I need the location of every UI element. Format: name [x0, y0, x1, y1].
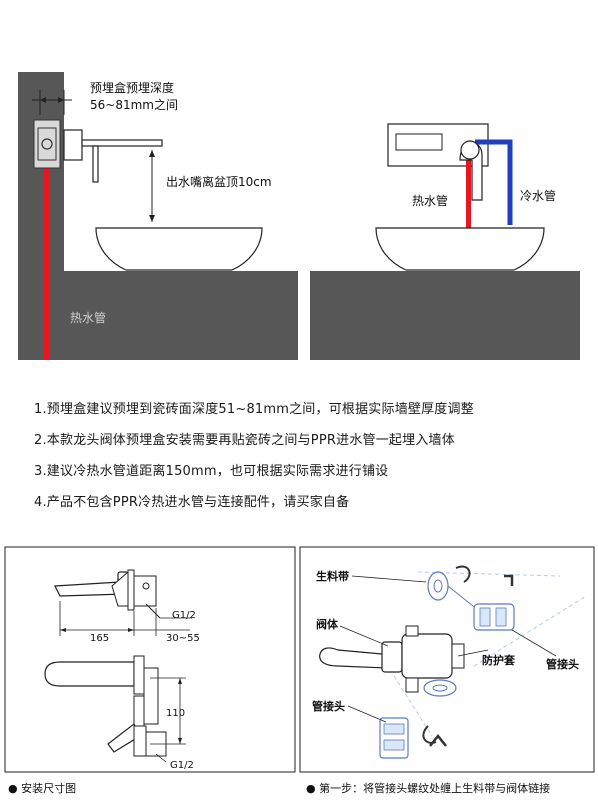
hot-pipe-label: 热水管	[412, 193, 448, 208]
faucet-side-view-bottom	[44, 655, 167, 757]
rotate-arrow-icon	[429, 733, 447, 747]
valve-label: 阀体	[316, 617, 339, 631]
installation-diagram-left: 预埋盒预埋深度 56~81mm之间 出水嘴离盆顶10cm 热水管	[18, 72, 298, 360]
note-1: 1.预埋盒建议预埋到瓷砖面深度51~81mm之间，可根据实际墙壁厚度调整	[34, 402, 474, 417]
valve-body	[319, 625, 465, 693]
fitting-label-right: 管接头	[546, 657, 579, 671]
dimension-drawing-panel: G1/2 165 30~55 110 G1/2 ● 安装尺寸图	[4, 546, 296, 795]
hot-water-pipe	[466, 160, 471, 228]
rotate-arrow-icon	[455, 565, 471, 583]
note-3: 3.建议冷热水管道距离150mm，也可根据实际需求进行铺设	[34, 464, 389, 479]
dim-110: 110	[166, 708, 185, 719]
faucet-handle	[92, 145, 99, 183]
dimension-caption: ● 安装尺寸图	[8, 781, 76, 795]
guard-sleeve	[423, 679, 457, 697]
thread-label-bottom: G1/2	[170, 760, 194, 771]
depth-label-line2: 56~81mm之间	[90, 98, 178, 112]
thread-label-top: G1/2	[172, 610, 196, 621]
depth-label-line1: 预埋盒预埋深度	[90, 80, 174, 95]
note-4: 4.产品不包含PPR冷热进水管与连接配件，请买家自备	[34, 495, 350, 510]
dim-165: 165	[90, 633, 109, 644]
cold-pipe-label: 冷水管	[520, 188, 556, 203]
hot-water-pipe	[44, 163, 49, 360]
wall-pipe-label: 热水管	[70, 310, 106, 325]
guard-label: 防护套	[482, 653, 516, 667]
dim-30-55: 30~55	[166, 633, 200, 644]
ptfe-tape-icon	[427, 571, 489, 619]
pipe-fitting-right	[473, 603, 515, 631]
rotate-arrow-icon	[504, 574, 514, 586]
basin	[375, 227, 545, 271]
installation-diagram-right: 热水管 冷水管	[310, 123, 580, 360]
installation-notes: 1.预埋盒建议预埋到瓷砖面深度51~81mm之间，可根据实际墙壁厚度调整 2.本…	[34, 398, 574, 522]
faucet-plate	[63, 129, 83, 161]
step-caption: ● 第一步：将管接头螺纹处缠上生料带与阀体链接	[306, 781, 550, 795]
fitting-label-left: 管接头	[312, 699, 345, 713]
faucet-spout	[81, 139, 163, 147]
spout-height-label: 出水嘴离盆顶10cm	[166, 174, 272, 189]
countertop	[310, 271, 580, 360]
faucet-side-view-top	[54, 569, 157, 611]
note-2: 2.本款龙头阀体预埋盒安装需要再贴瓷砖之间与PPR进水管一起埋入墙体	[34, 433, 455, 448]
basin	[95, 227, 263, 271]
pipe-fitting-bottom	[379, 717, 409, 759]
tape-label: 生料带	[316, 569, 349, 583]
step-one-panel: 生料带 阀体 防护套 管接头 管接头 ● 第一步：将管接头螺纹处缠上生料带与阀体…	[299, 546, 595, 795]
countertop	[18, 271, 298, 360]
cold-water-pipe	[475, 139, 513, 225]
